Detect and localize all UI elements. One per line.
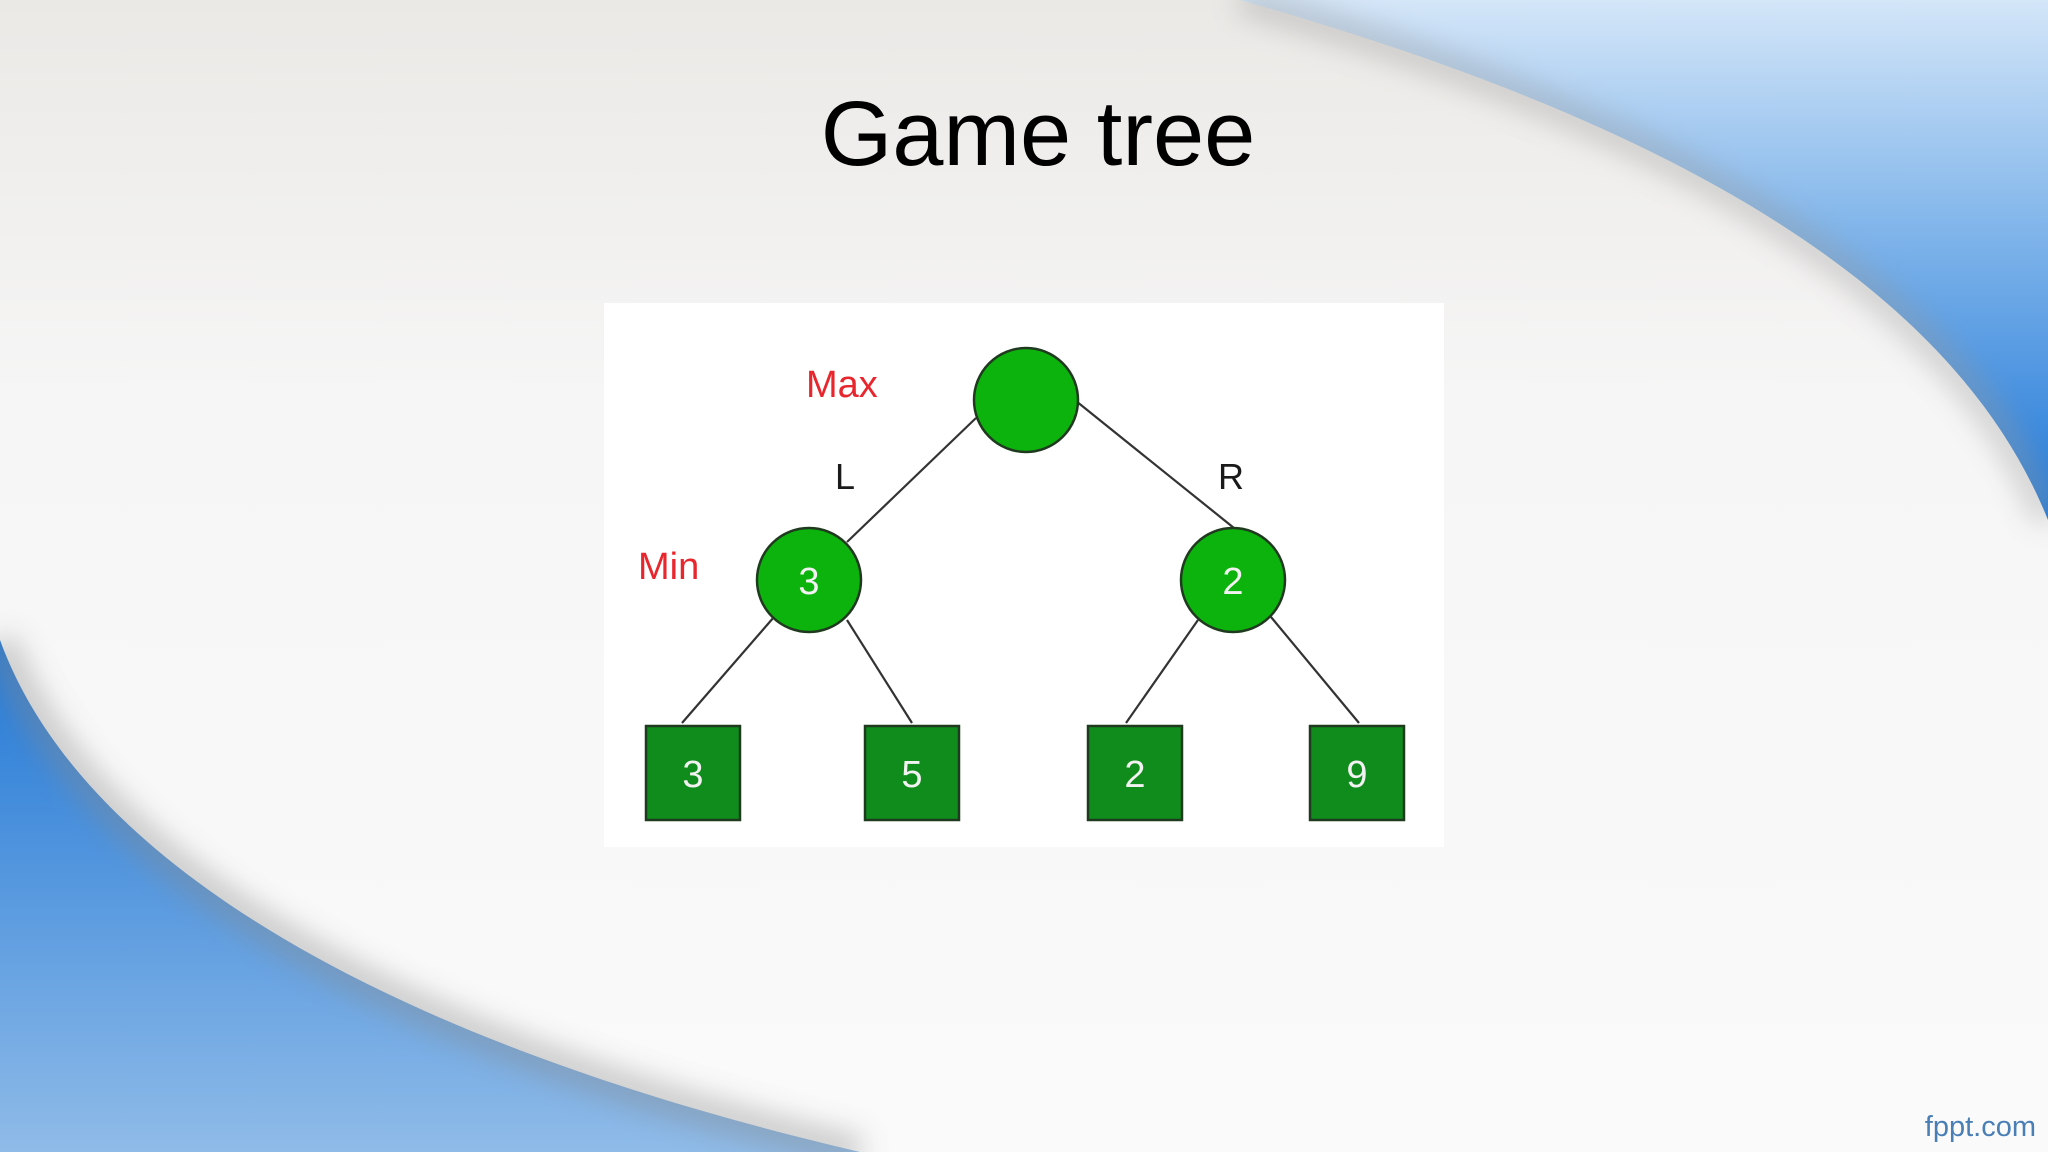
left-edge-label: L xyxy=(835,456,855,497)
blue-wave-top-right xyxy=(1240,0,2048,520)
tree-edges xyxy=(681,400,1360,724)
edge-min2-leaf3 xyxy=(1125,619,1199,724)
edge-min1-leaf1 xyxy=(681,616,775,724)
edge-min1-leaf2 xyxy=(846,619,913,724)
leaf-node-4 xyxy=(1308,724,1406,822)
edge-root-left xyxy=(846,417,977,543)
max-level-label: Max xyxy=(806,364,878,406)
footer-brand-text: fppt.com xyxy=(1924,1111,2036,1143)
wave-shadow-bottom xyxy=(0,634,864,1152)
leaf-node-2 xyxy=(863,724,961,822)
leaf-node-2-value: 5 xyxy=(901,754,922,796)
min-node-right xyxy=(1179,526,1287,634)
leaf-node-4-value: 9 xyxy=(1346,754,1367,796)
leaf-node-1 xyxy=(644,724,742,822)
blue-wave-bottom-left xyxy=(0,640,860,1152)
right-edge-label: R xyxy=(1218,456,1244,497)
min-node-left xyxy=(755,526,863,634)
wave-shadow-top xyxy=(1236,0,2048,525)
min-node-left-value: 3 xyxy=(798,561,819,603)
slide-title: Game tree xyxy=(820,83,1256,185)
root-max-node xyxy=(972,346,1080,454)
game-tree-diagram: Max Min L R 3 2 3 5 2 9 xyxy=(604,303,1444,847)
leaf-node-1-value: 3 xyxy=(682,754,703,796)
edge-root-right xyxy=(1075,400,1235,529)
min-level-label: Min xyxy=(638,546,699,588)
min-node-right-value: 2 xyxy=(1222,561,1243,603)
leaf-node-3-value: 2 xyxy=(1124,754,1145,796)
game-tree-svg: Max Min L R 3 2 3 5 2 9 xyxy=(638,346,1406,822)
edge-min2-leaf4 xyxy=(1270,616,1360,724)
leaf-node-3 xyxy=(1086,724,1184,822)
